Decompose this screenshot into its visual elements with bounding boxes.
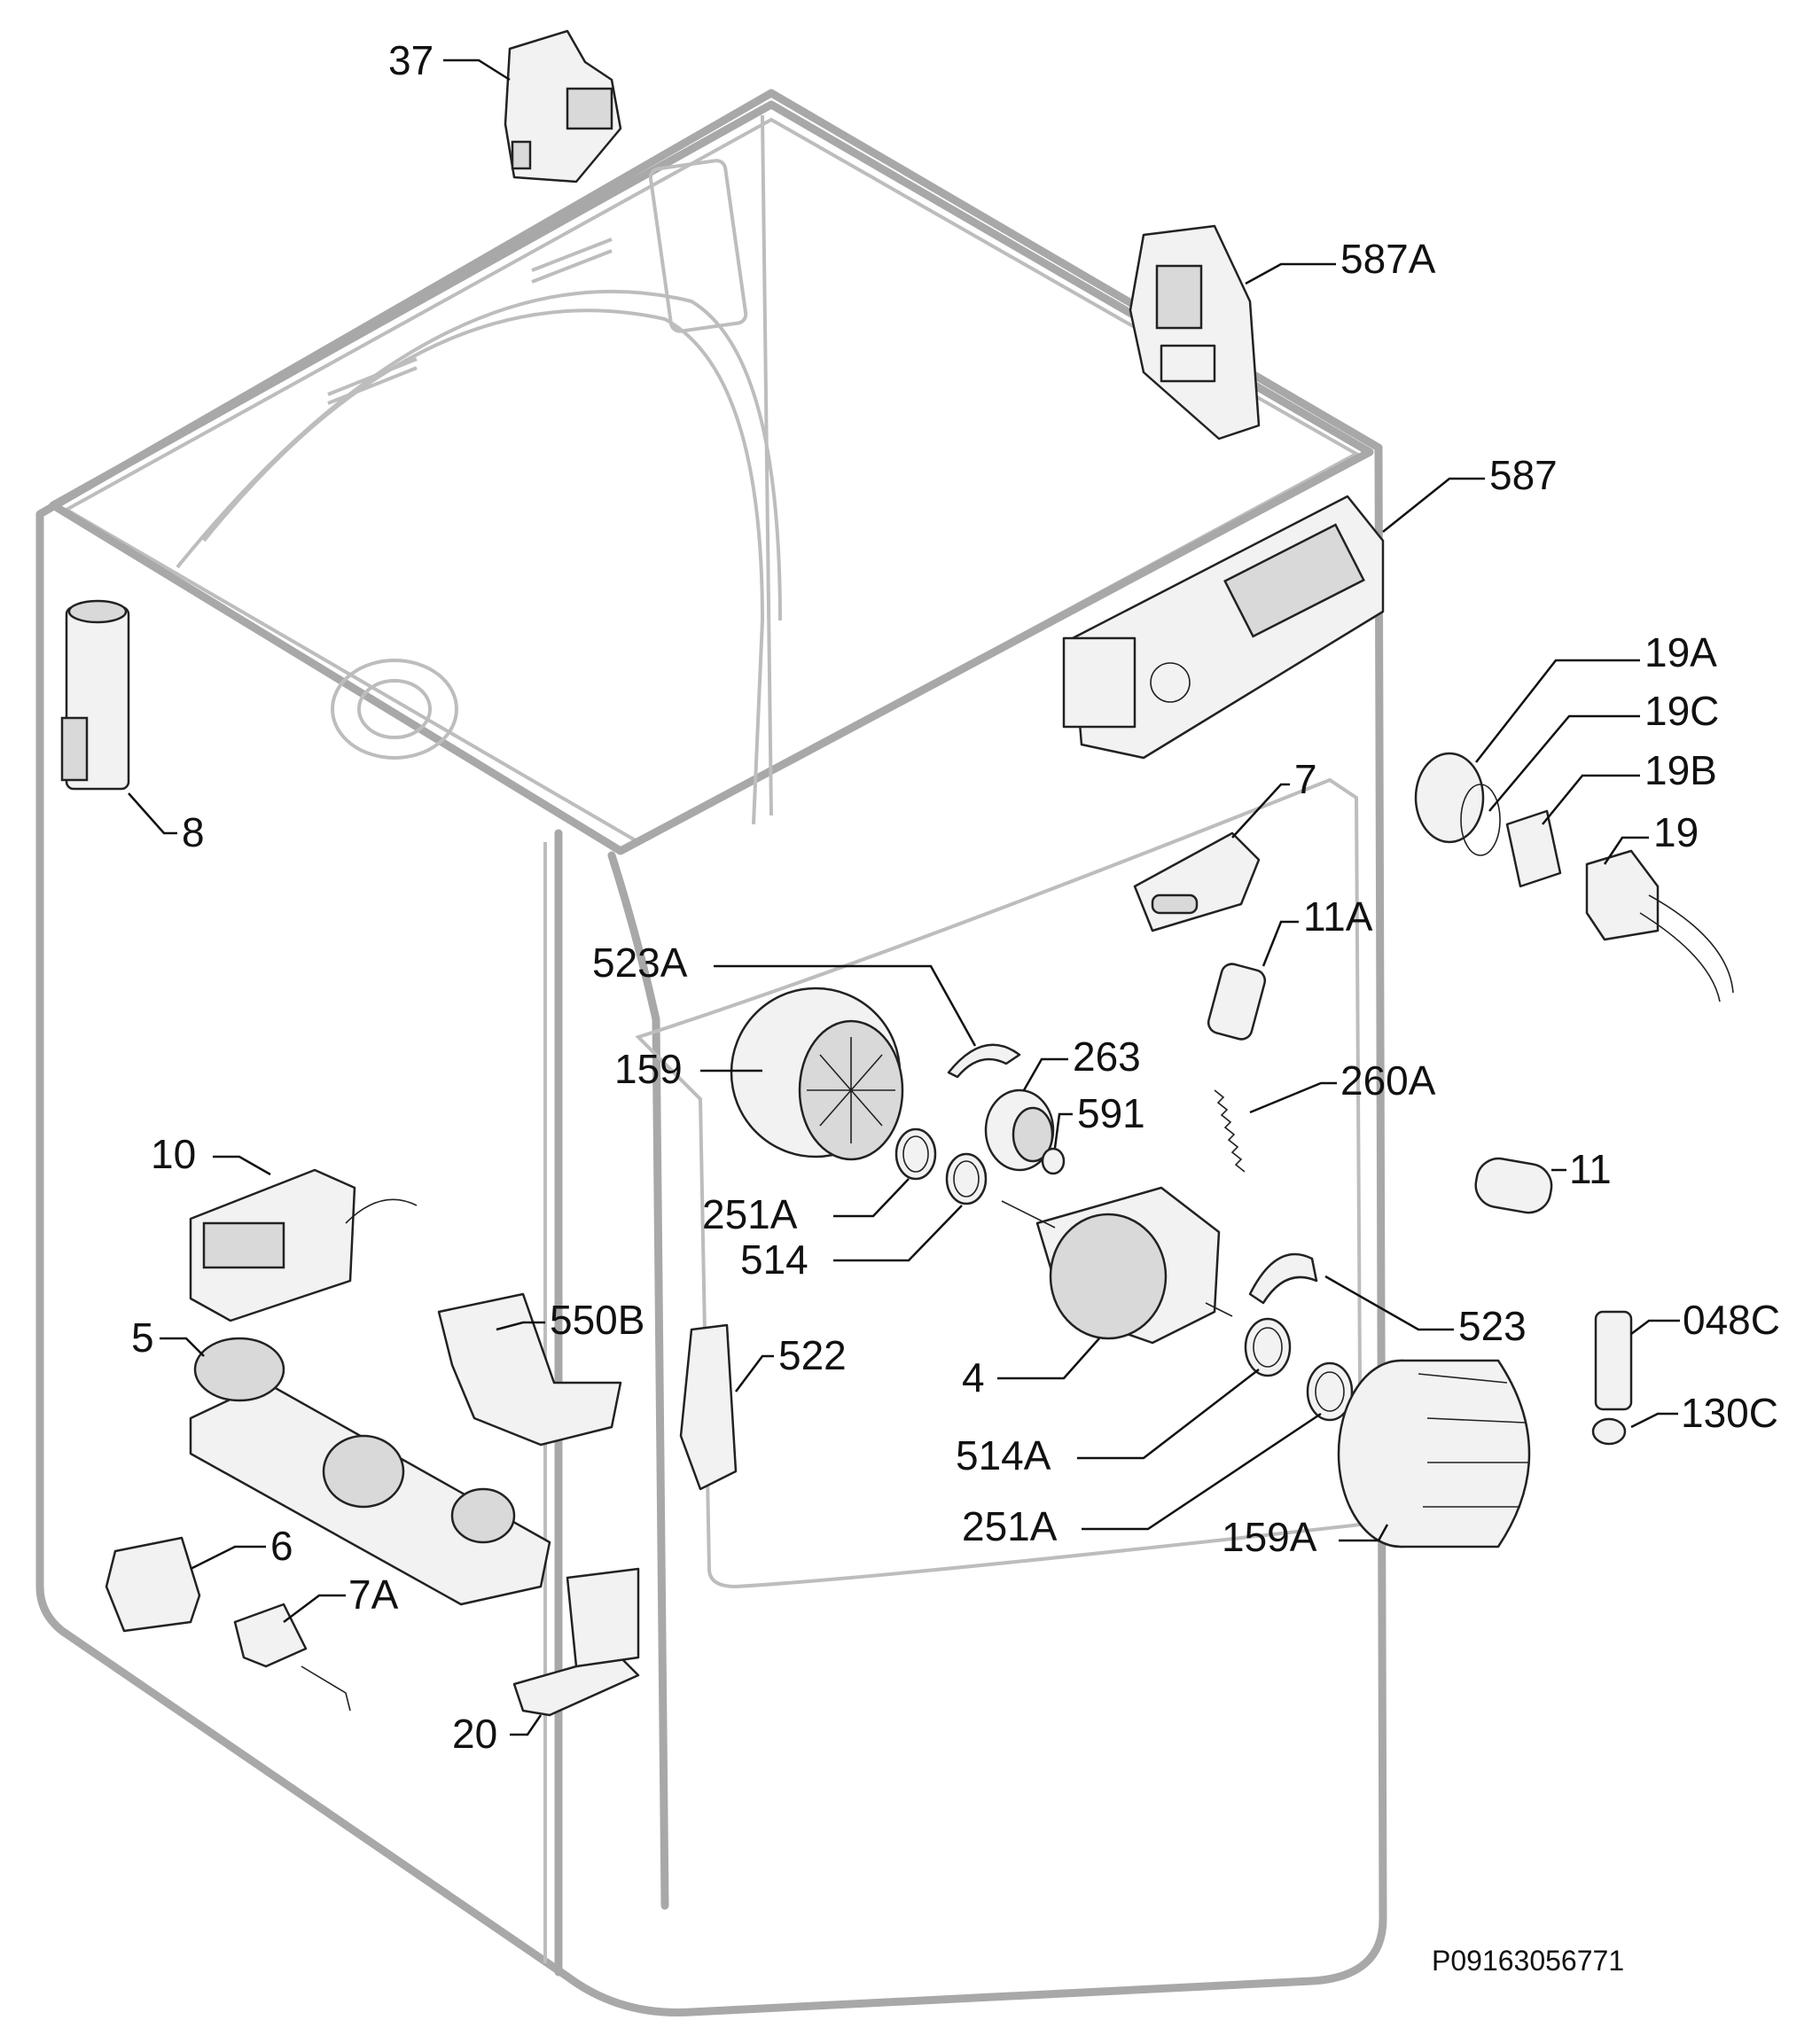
part-8-sensor: [60, 599, 130, 791]
callout-6: 6: [270, 1523, 293, 1569]
callout-251A-upper: 251A: [702, 1191, 798, 1237]
callout-251A-lower: 251A: [962, 1503, 1058, 1549]
part-159A-fan: [1337, 1359, 1531, 1548]
callout-159: 159: [614, 1046, 683, 1092]
callout-591: 591: [1077, 1090, 1145, 1136]
part-5-pump: [189, 1337, 551, 1606]
part-514A-ring-lower: [1244, 1317, 1292, 1377]
callout-11A: 11A: [1303, 893, 1373, 940]
part-263-pulley: [984, 1088, 1055, 1172]
callout-labels: 37 587A 587 8 19A 19C 19B 19 7 11A 523A …: [131, 37, 1780, 1757]
leader-lines: [128, 58, 1680, 1736]
callout-5: 5: [131, 1314, 154, 1361]
callout-19C: 19C: [1644, 688, 1719, 734]
part-11A-capacitor: [1207, 963, 1267, 1041]
part-130C-nut: [1591, 1417, 1627, 1446]
part-4-motor: [1001, 1186, 1233, 1345]
part-251A-ring-lower: [1306, 1361, 1354, 1422]
part-587-control-board: [1062, 495, 1385, 760]
callout-19A: 19A: [1644, 629, 1717, 675]
part-587A-board: [1129, 224, 1261, 441]
part-10-heater: [189, 1168, 418, 1322]
callout-7: 7: [1294, 756, 1317, 802]
callout-522: 522: [778, 1332, 847, 1378]
part-523A-bracket: [947, 1043, 1021, 1079]
callout-19: 19: [1653, 809, 1699, 855]
part-591-washer: [1041, 1147, 1066, 1175]
part-550B-duct: [437, 1292, 622, 1447]
part-260A-spring: [1214, 1089, 1246, 1173]
document-id: P09163056771: [1432, 1945, 1624, 1977]
dryer-cabinet: [35, 89, 1387, 2016]
part-251A-ring-upper: [894, 1127, 937, 1181]
callout-10: 10: [151, 1131, 196, 1177]
callout-4: 4: [962, 1354, 985, 1400]
callout-048C: 048C: [1683, 1297, 1780, 1343]
callout-130C: 130C: [1681, 1390, 1778, 1436]
part-6-coil: [105, 1536, 201, 1633]
part-7-switch: [1133, 831, 1261, 932]
callout-20: 20: [452, 1711, 497, 1757]
callout-19B: 19B: [1644, 747, 1717, 793]
callout-8: 8: [182, 809, 205, 855]
callout-587A: 587A: [1340, 236, 1436, 282]
part-522-switch: [679, 1323, 738, 1491]
part-523-bracket: [1248, 1252, 1318, 1305]
part-11-capacitor: [1474, 1157, 1553, 1214]
part-19-lamp-assembly: [1414, 752, 1734, 1002]
callout-523A: 523A: [592, 940, 688, 986]
callout-514A: 514A: [956, 1432, 1051, 1478]
callout-7A: 7A: [348, 1572, 399, 1618]
callout-11: 11: [1569, 1146, 1612, 1192]
part-7A-microswitch: [233, 1603, 351, 1712]
callout-523: 523: [1458, 1303, 1527, 1349]
part-37-switch: [504, 29, 622, 183]
callout-587: 587: [1489, 452, 1558, 498]
callout-263: 263: [1073, 1034, 1141, 1080]
part-048C-connector: [1594, 1310, 1633, 1411]
callout-514: 514: [740, 1236, 808, 1283]
callout-159A: 159A: [1222, 1514, 1317, 1560]
callout-260A: 260A: [1340, 1057, 1436, 1104]
callout-37: 37: [388, 37, 434, 83]
callout-550B: 550B: [550, 1297, 644, 1343]
part-20-catch: [512, 1567, 640, 1717]
part-159-drum-wheel: [730, 987, 904, 1161]
part-514-ring-upper: [945, 1152, 988, 1205]
